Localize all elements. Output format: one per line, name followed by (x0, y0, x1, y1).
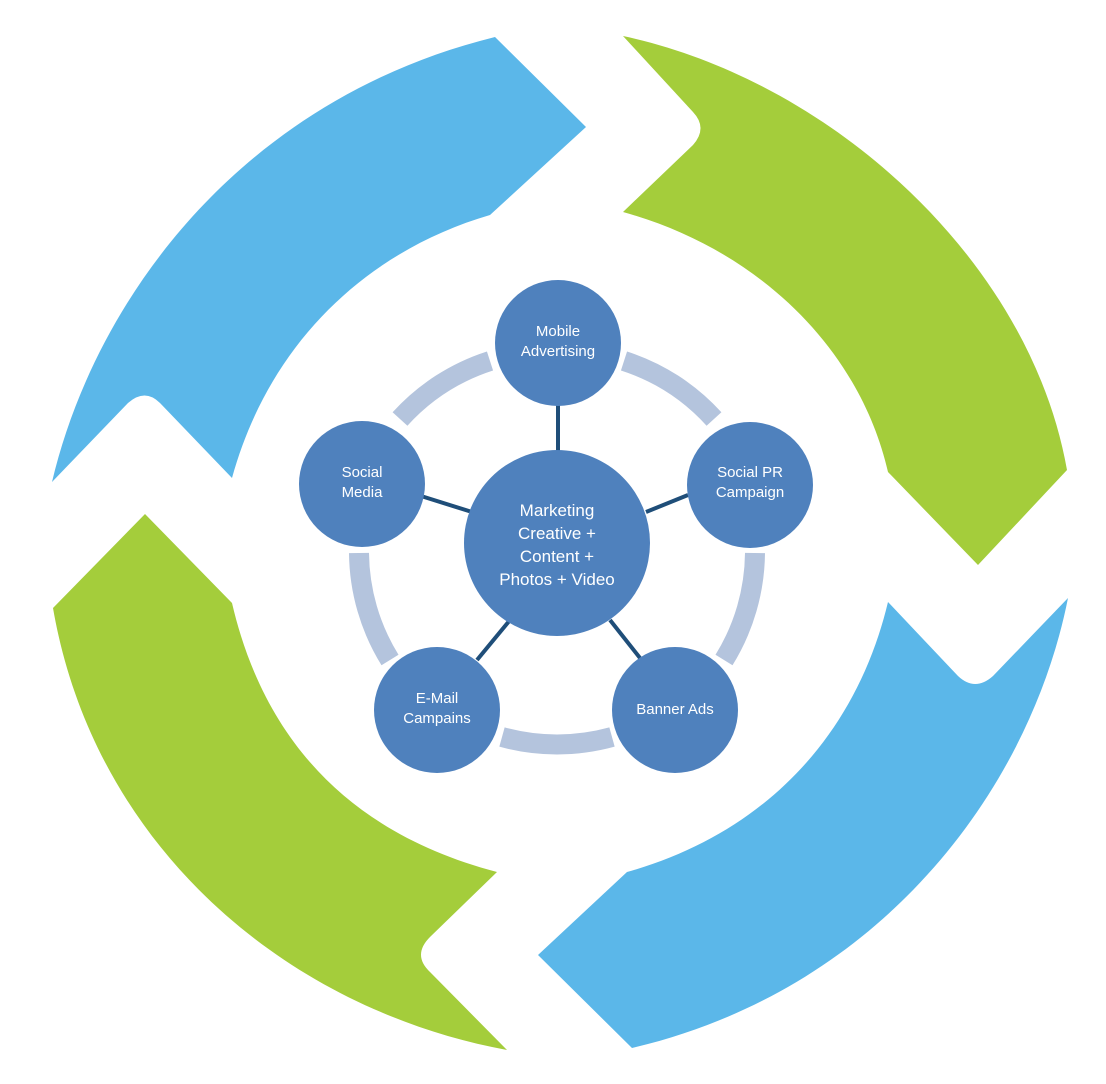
node-mobile-advertising: Mobile Advertising (495, 280, 621, 406)
connector-email (475, 618, 512, 662)
node-banner-ads-circle (612, 647, 738, 773)
node-social-media-line-2: Media (342, 484, 384, 501)
center-node-line-2: Creative + (518, 524, 596, 543)
node-banner-ads-line-1: Banner Ads (636, 701, 714, 718)
center-node-line-4: Photos + Video (499, 570, 614, 589)
ring-segment-socialmedia-mobile (392, 351, 494, 426)
node-mobile-advertising-circle (495, 280, 621, 406)
node-email-campains: E-Mail Campains (374, 647, 500, 773)
node-social-pr-campaign: Social PR Campaign (687, 422, 813, 548)
node-mobile-advertising-line-2: Advertising (521, 343, 595, 360)
ring-segment-email-socialmedia (349, 552, 399, 666)
arrow-top-left (52, 37, 586, 482)
arrow-top-right (623, 36, 1067, 565)
center-node: Marketing Creative + Content + Photos + … (464, 450, 650, 636)
cycle-arrows (52, 36, 1068, 1050)
center-node-circle (464, 450, 650, 636)
node-social-pr-campaign-line-1: Social PR (717, 464, 783, 481)
ring-segment-banner-email (499, 727, 615, 755)
ring-segment-mobile-socialpr (620, 351, 722, 426)
node-social-media: Social Media (299, 421, 425, 547)
center-node-line-1: Marketing (520, 501, 595, 520)
arrow-bottom-right (538, 598, 1068, 1048)
ring-segment-socialpr-banner (715, 552, 765, 666)
connectors (420, 404, 689, 662)
connector-social-pr (645, 493, 689, 514)
node-email-campains-line-2: Campains (403, 710, 471, 727)
node-mobile-advertising-line-1: Mobile (536, 323, 580, 340)
node-social-media-circle (299, 421, 425, 547)
connector-banner (608, 618, 642, 660)
node-email-campains-line-1: E-Mail (416, 690, 459, 707)
arrow-bottom-left (53, 514, 507, 1050)
ring-segments (349, 351, 765, 755)
connector-social-media (420, 494, 473, 514)
node-social-pr-campaign-circle (687, 422, 813, 548)
center-node-line-3: Content + (520, 547, 594, 566)
node-banner-ads: Banner Ads (612, 647, 738, 773)
node-email-campains-circle (374, 647, 500, 773)
node-social-pr-campaign-line-2: Campaign (716, 484, 784, 501)
node-social-media-line-1: Social (342, 464, 383, 481)
